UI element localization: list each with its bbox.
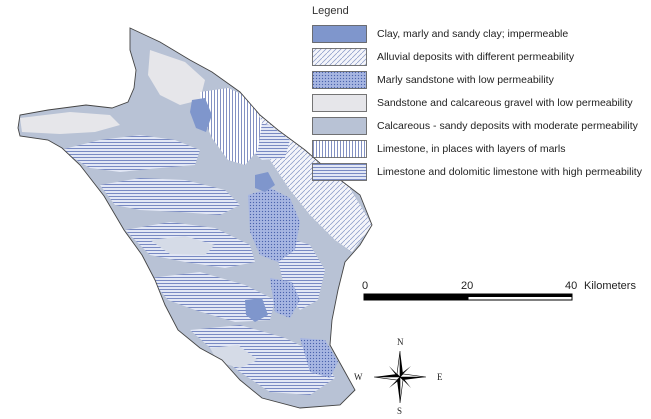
legend-item-label: Alluvial deposits with different permeab… bbox=[377, 50, 575, 63]
legend-swatch bbox=[312, 47, 367, 66]
legend-item-label: Limestone and dolomitic limestone with h… bbox=[377, 165, 642, 178]
compass-rose-icon: N S W E bbox=[354, 337, 443, 419]
legend-item: Limestone and dolomitic limestone with h… bbox=[312, 160, 642, 183]
limestone-band-4 bbox=[150, 272, 275, 322]
limestone-band-1 bbox=[60, 135, 200, 172]
sandstone-zone-west bbox=[20, 112, 120, 134]
legend-item: Calcareous - sandy deposits with moderat… bbox=[312, 114, 642, 137]
compass-west: W bbox=[354, 372, 363, 382]
legend-item: Limestone, in places with layers of marl… bbox=[312, 137, 642, 160]
clay-patch-1 bbox=[190, 98, 212, 132]
legend-item: Marly sandstone with low permeability bbox=[312, 68, 642, 91]
legend-swatch bbox=[312, 70, 367, 89]
scale-tick-0: 0 bbox=[362, 280, 369, 292]
scale-unit: Kilometers bbox=[584, 280, 636, 292]
legend-swatch bbox=[312, 93, 367, 112]
legend-swatch bbox=[312, 139, 367, 158]
compass-south: S bbox=[397, 406, 403, 416]
legend-item: Clay, marly and sandy clay; impermeable bbox=[312, 22, 642, 45]
legend-item-label: Marly sandstone with low permeability bbox=[377, 73, 554, 86]
limestone-band-south bbox=[190, 325, 335, 395]
legend-title: Legend bbox=[312, 5, 349, 17]
legend-item: Sandstone and calcareous gravel with low… bbox=[312, 91, 642, 114]
lens-1 bbox=[150, 236, 215, 255]
sandstone-zone-north bbox=[148, 50, 205, 105]
legend-swatch bbox=[312, 162, 367, 181]
region-outline bbox=[17, 27, 373, 409]
legend-swatch bbox=[312, 116, 367, 135]
legend-item-label: Clay, marly and sandy clay; impermeable bbox=[377, 27, 569, 40]
legend-item-label: Sandstone and calcareous gravel with low… bbox=[377, 96, 633, 109]
clay-patch-3 bbox=[245, 298, 268, 322]
legend-item-label: Limestone, in places with layers of marl… bbox=[377, 142, 566, 155]
legend-item-label: Calcareous - sandy deposits with moderat… bbox=[377, 119, 638, 132]
legend-swatch bbox=[312, 24, 367, 43]
scale-tick-20: 20 bbox=[461, 280, 474, 292]
legend-item: Alluvial deposits with different permeab… bbox=[312, 45, 642, 68]
compass-star bbox=[373, 350, 427, 404]
compass-east: E bbox=[437, 372, 443, 382]
marly-sandstone-zone-1 bbox=[248, 188, 300, 262]
clay-patch-2 bbox=[255, 172, 275, 192]
scale-bar-graphic bbox=[363, 293, 573, 301]
compass-north: N bbox=[397, 337, 404, 347]
marly-sandstone-zone-3 bbox=[300, 338, 338, 378]
limestone-band-2 bbox=[100, 178, 240, 215]
limestone-marls-zone bbox=[200, 88, 262, 165]
scale-tick-40: 40 bbox=[565, 280, 578, 292]
marly-sandstone-zone-2 bbox=[270, 278, 300, 318]
